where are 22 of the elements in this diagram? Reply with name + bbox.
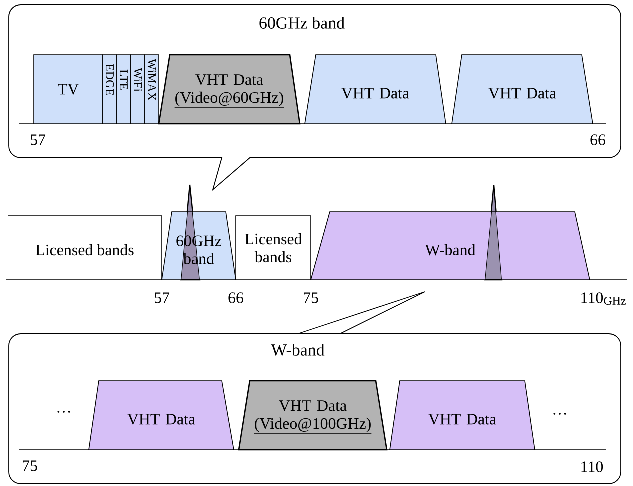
band-trapezoid: VHT Data (Video@100GHz): [238, 380, 388, 451]
channel-box: WiFi: [130, 54, 146, 124]
tick-label: 110: [582, 462, 604, 472]
band-box: Licensed bands: [8, 216, 162, 280]
tick-label: 66: [228, 292, 244, 304]
band-trapezoid: VHT Data: [452, 54, 594, 124]
band-box: Licensed bands: [236, 216, 312, 280]
channel-box: WiMAX: [144, 54, 160, 124]
tick-label: 66: [590, 134, 606, 146]
channel-box: LTE: [116, 54, 132, 124]
tick-label: 110: [582, 292, 604, 304]
tick-label: 75: [23, 460, 38, 472]
band-trapezoid: VHT Data: [88, 380, 234, 450]
channel-box: EDGE: [102, 54, 118, 124]
tick-label: 75: [304, 292, 318, 304]
tick-label: 57: [30, 134, 46, 146]
band-trapezoid: VHT Data: [304, 54, 446, 124]
tick-label: …: [554, 413, 566, 415]
tick-label: …: [58, 411, 70, 413]
tick-label: 57: [154, 292, 170, 304]
band-trapezoid: VHT Data (Video@60GHz): [158, 54, 301, 125]
band-trapezoid: VHT Data: [390, 380, 536, 450]
